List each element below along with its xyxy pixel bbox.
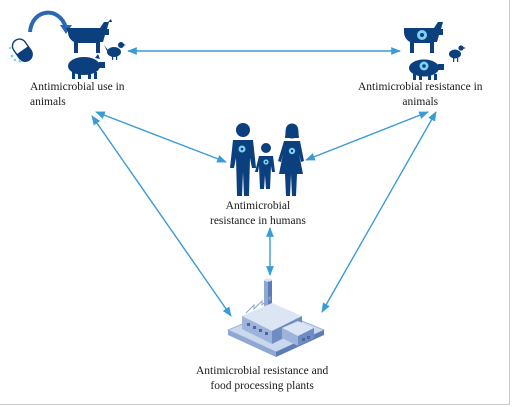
chicken-icon [104, 42, 126, 60]
label-line: Antimicrobial resistance and [196, 365, 329, 377]
label-line: Antimicrobial [225, 200, 291, 212]
arrow-use-to-plants [91, 115, 232, 317]
label-antimicrobial-resistance-in-animals: Antimicrobial resistance in animals [358, 80, 483, 110]
pill-capsule-icon [11, 38, 33, 63]
curved-arrow-head-icon [60, 25, 72, 34]
cow-icon [66, 19, 112, 53]
label-line: Antimicrobial use in [30, 81, 125, 93]
family-icon [230, 123, 304, 196]
pig-icon [68, 54, 105, 79]
arrow-animal-resistance-to-humans [305, 111, 429, 161]
label-line: animals [402, 96, 439, 108]
factory-icon [227, 278, 325, 357]
label-line: food processing plants [210, 380, 314, 392]
label-antimicrobial-resistance-in-humans: Antimicrobial resistance in humans [210, 199, 306, 229]
label-line: resistance in humans [210, 215, 306, 227]
label-line: Antimicrobial resistance in [358, 81, 483, 93]
curved-arrow-icon [28, 10, 68, 33]
label-antimicrobial-use-in-animals: Antimicrobial use in animals [30, 80, 125, 110]
label-food-processing-plants: Antimicrobial resistance and food proces… [196, 364, 328, 394]
label-line: animals [30, 96, 66, 108]
pig-resistant-icon [409, 59, 444, 80]
arrow-animal-resistance-to-plants [321, 111, 437, 313]
arrow-use-to-humans [95, 111, 227, 163]
chicken-icon [449, 45, 466, 62]
pill-dots-icon [8, 46, 22, 63]
cow-resistant-icon [404, 22, 443, 53]
